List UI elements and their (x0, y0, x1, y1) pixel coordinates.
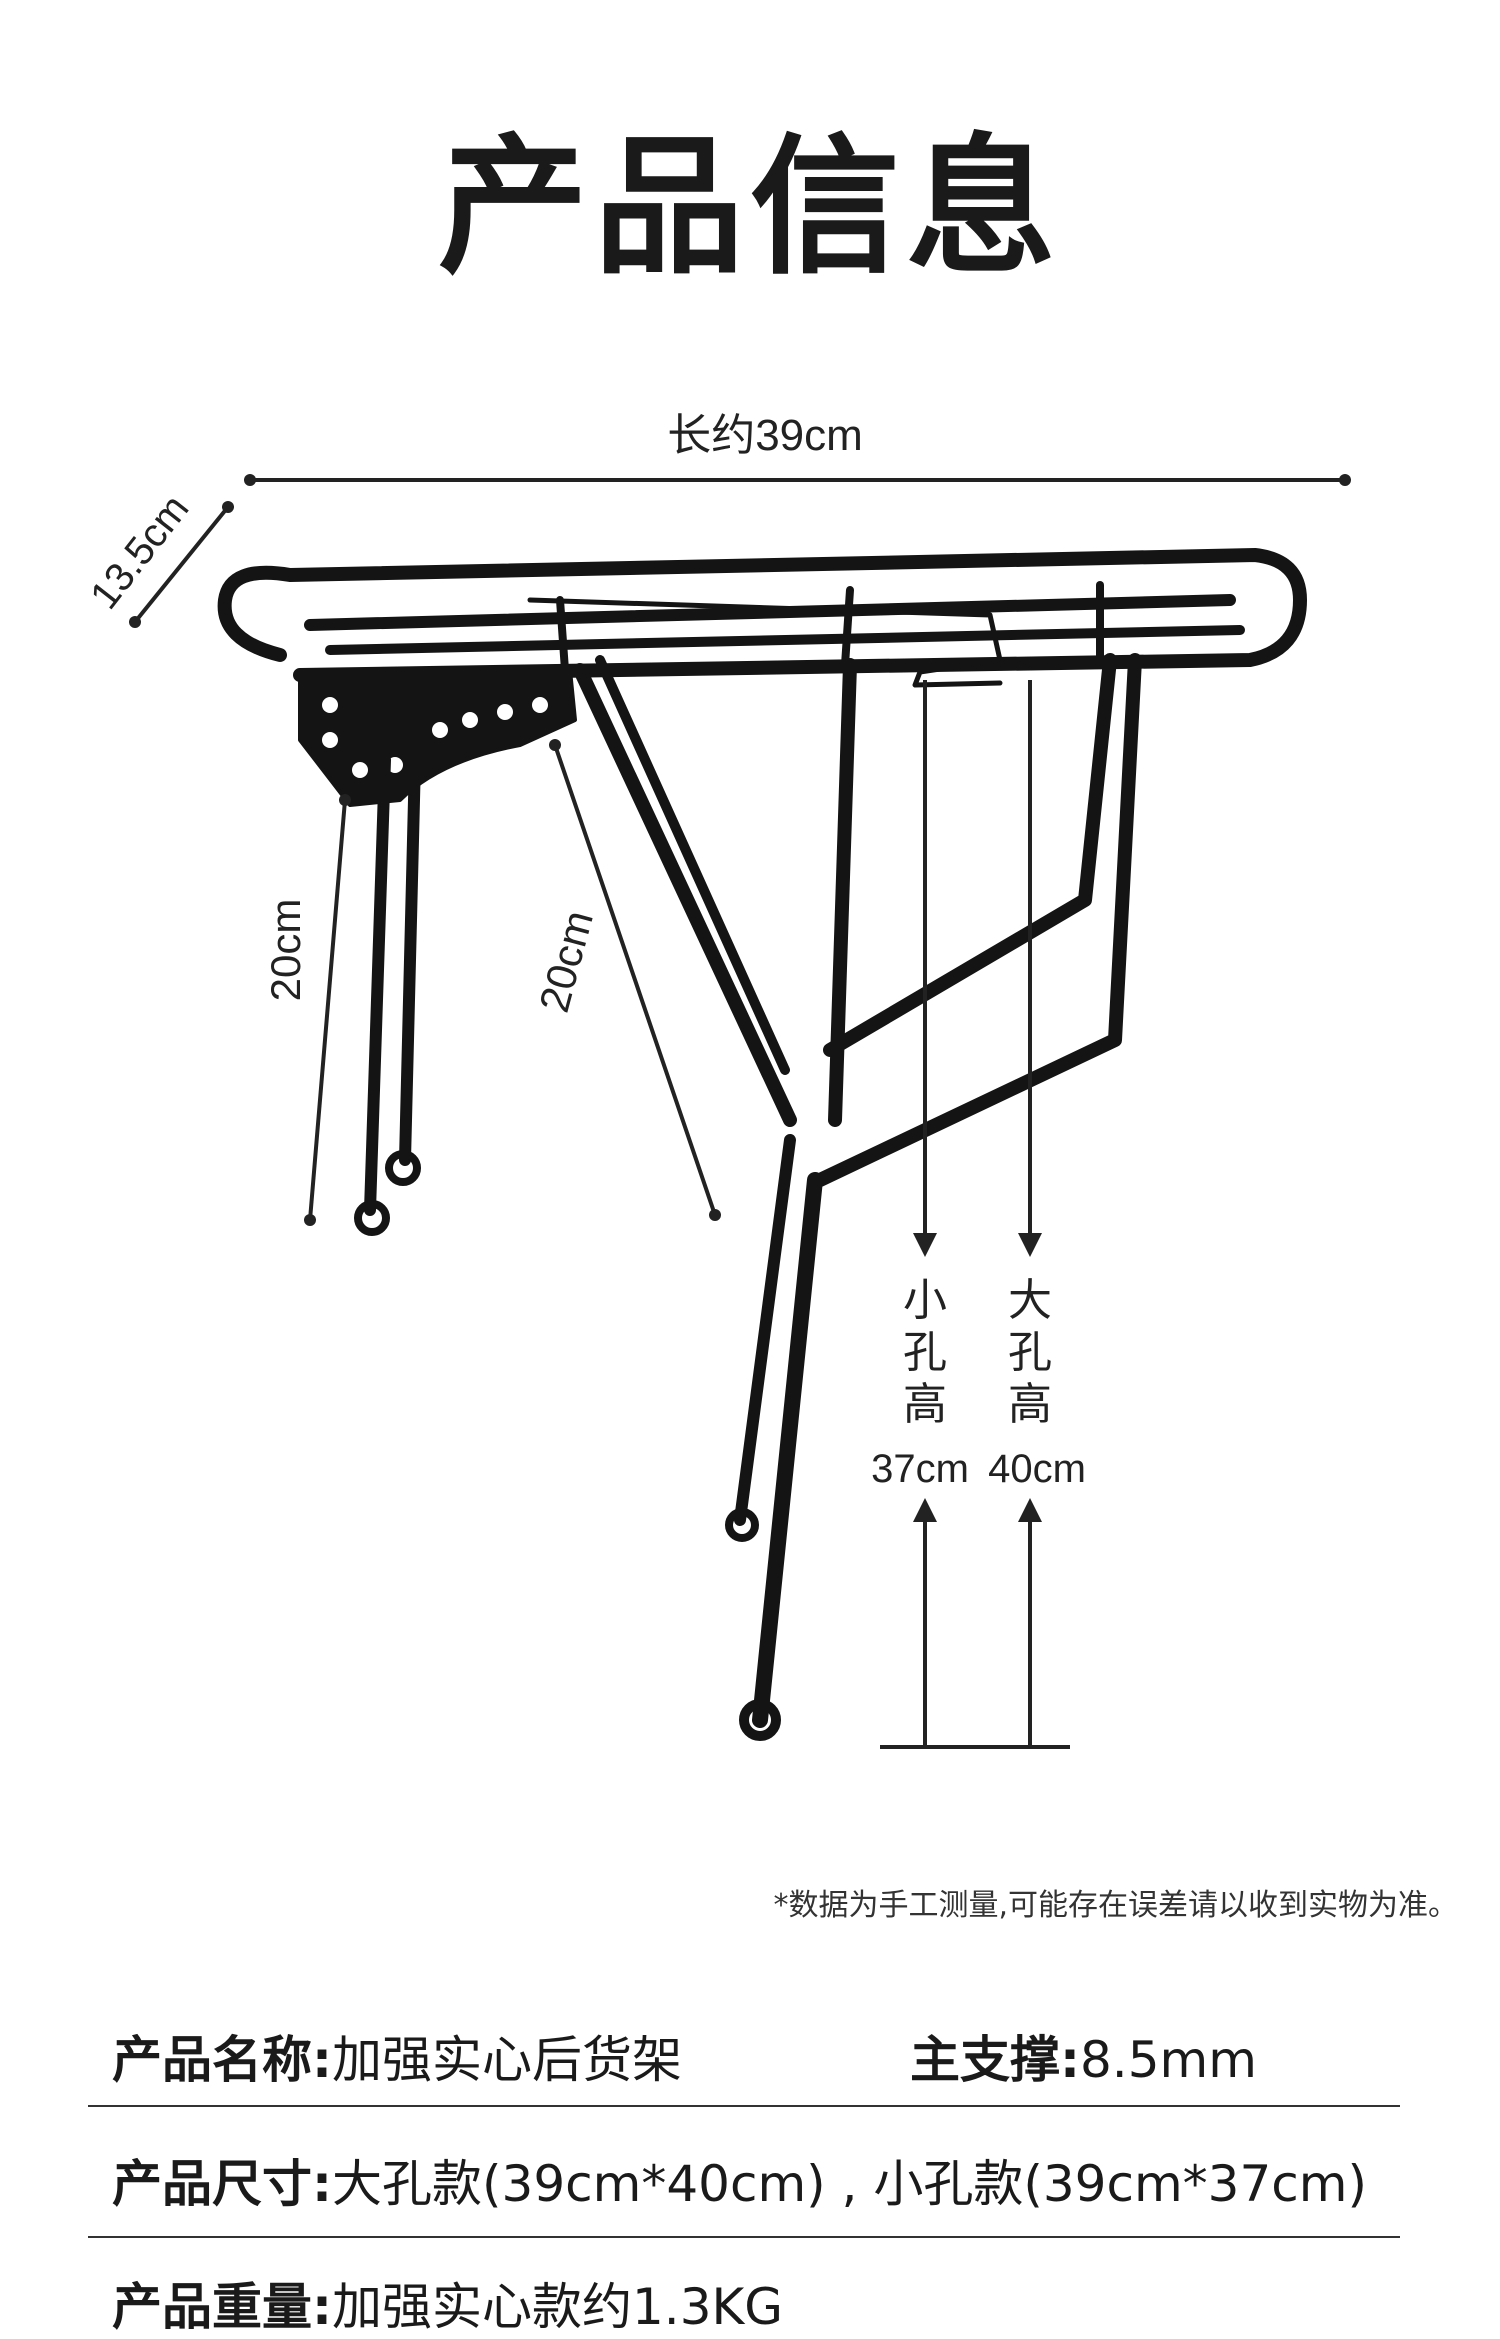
left-leg-dimension-line (304, 794, 351, 1226)
spec-size-label: 产品尺寸: (112, 2155, 332, 2213)
spec-divider-1 (88, 2105, 1400, 2107)
spec-divider-2 (88, 2236, 1400, 2238)
bike-rack-image (217, 548, 1307, 1741)
spec-weight-label: 产品重量: (112, 2278, 332, 2336)
small-hole-label-2: 孔 (903, 1328, 947, 1377)
large-hole-label-1: 大 (1008, 1276, 1052, 1325)
spec-weight-value: 加强实心款约1.3KG (332, 2278, 784, 2336)
length-label: 长约39cm (667, 411, 863, 460)
small-hole-label-1: 小 (903, 1276, 947, 1325)
spec-main-support: 主支撑:8.5mm (910, 2028, 1257, 2092)
large-hole-label-3: 高 (1008, 1380, 1052, 1429)
spec-name-value: 加强实心后货架 (332, 2031, 682, 2089)
spec-size-value: 大孔款(39cm*40cm) , 小孔款(39cm*37cm) (332, 2155, 1367, 2213)
left-leg-label: 20cm (262, 899, 309, 1002)
width-label: 13.5cm (82, 487, 197, 617)
right-leg-dimension-line (549, 739, 721, 1221)
small-hole-value: 37cm (871, 1447, 969, 1491)
small-hole-label-3: 高 (903, 1380, 947, 1429)
large-hole-label-2: 孔 (1008, 1328, 1052, 1377)
rack-dimension-diagram: 长约39cm 13.5cm 20cm 20cm (82, 411, 1351, 1749)
spec-support-label: 主支撑: (910, 2031, 1080, 2089)
large-hole-value: 40cm (988, 1447, 1086, 1491)
spec-support-value: 8.5mm (1080, 2031, 1257, 2089)
width-dimension-line (129, 501, 234, 628)
spec-product-name: 产品名称:加强实心后货架 (112, 2028, 682, 2092)
measurement-note: *数据为手工测量,可能存在误差请以收到实物为准。 (773, 1888, 1458, 1923)
spec-product-size: 产品尺寸:大孔款(39cm*40cm) , 小孔款(39cm*37cm) (112, 2152, 1367, 2216)
spec-product-weight: 产品重量:加强实心款约1.3KG (112, 2275, 783, 2339)
length-dimension-line (244, 474, 1351, 486)
spec-name-label: 产品名称: (112, 2031, 332, 2089)
page-title: 产品信息 (437, 121, 1062, 295)
right-leg-label: 20cm (530, 906, 602, 1017)
